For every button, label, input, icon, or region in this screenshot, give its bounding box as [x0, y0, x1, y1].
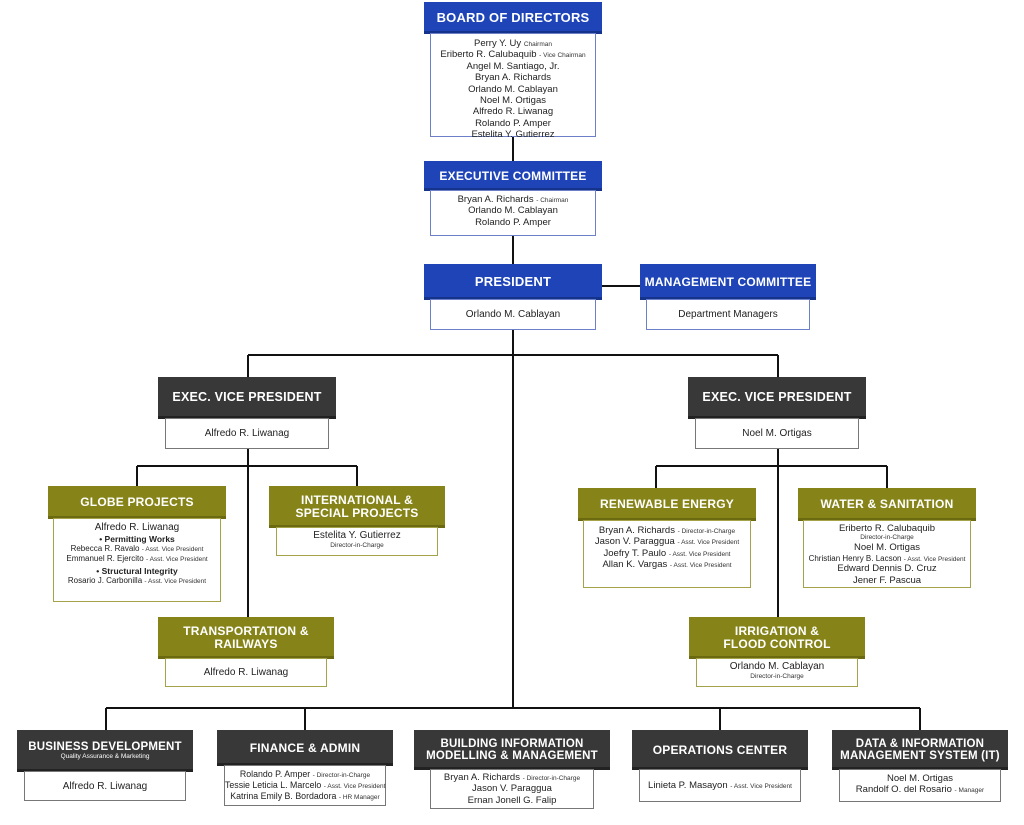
globe-group-permitting: • Permitting Works [99, 534, 175, 544]
committee-member: Bryan A. Richards - Chairman [457, 194, 569, 205]
data-it-member: Randolf O. del Rosario - Manager [855, 784, 985, 796]
board-member: Eriberto R. Calubaquib - Vice Chairman [440, 49, 586, 61]
finance-admin-members: Rolando P. Amper - Director-in-Charge Te… [224, 765, 386, 806]
water-member: Edward Dennis D. Cruz [837, 563, 937, 575]
water-member: Jener F. Pascua [852, 574, 922, 586]
board-of-directors-title: BOARD OF DIRECTORS [424, 2, 602, 34]
data-it-members: Noel M. Ortigas Randolf O. del Rosario -… [839, 769, 1001, 802]
renewable-energy-title: RENEWABLE ENERGY [578, 488, 756, 521]
board-member: Perry Y. Uy Chairman [474, 38, 552, 49]
board-member: Orlando M. Cablayan [468, 83, 558, 95]
transportation-box: TRANSPORTATION & RAILWAYS Alfredo R. Liw… [158, 617, 334, 687]
data-it-member: Noel M. Ortigas [887, 773, 953, 784]
board-member: Rolando P. Amper [475, 117, 551, 129]
globe-projects-box: GLOBE PROJECTS Alfredo R. Liwanag • Perm… [48, 486, 226, 602]
data-it-box: DATA & INFORMATION MANAGEMENT SYSTEM (IT… [832, 730, 1008, 802]
evp-left-name: Alfredo R. Liwanag [165, 418, 329, 449]
bim-title: BUILDING INFORMATION MODELLING & MANAGEM… [414, 730, 610, 770]
water-sanitation-title: WATER & SANITATION [798, 488, 976, 521]
finance-admin-title: FINANCE & ADMIN [217, 730, 393, 766]
board-member: Angel M. Santiago, Jr. [466, 60, 560, 72]
globe-member: Emmanuel R. Ejercito - Asst. Vice Presid… [66, 553, 208, 563]
board-member: Estelita Y. Gutierrez [471, 129, 555, 141]
irrigation-head-role: Director-in-Charge [750, 673, 804, 680]
bim-members: Bryan A. Richards - Director-in-Charge J… [430, 769, 594, 809]
board-members: Perry Y. Uy Chairman Eriberto R. Calubaq… [430, 33, 596, 141]
international-head: Estelita Y. Gutierrez [313, 530, 401, 541]
renewable-energy-members: Bryan A. Richards - Director-in-Charge J… [583, 520, 751, 588]
globe-head: Alfredo R. Liwanag [94, 522, 180, 533]
committee-member: Rolando P. Amper [475, 216, 551, 228]
international-projects-members: Estelita Y. Gutierrez Director-in-Charge [276, 527, 438, 556]
international-projects-title: INTERNATIONAL & SPECIAL PROJECTS [269, 486, 445, 528]
transportation-title: TRANSPORTATION & RAILWAYS [158, 617, 334, 659]
water-head: Eriberto R. Calubaquib [838, 523, 936, 534]
irrigation-head: Orlando M. Cablayan [729, 661, 825, 672]
executive-committee-title: EXECUTIVE COMMITTEE [424, 161, 602, 191]
executive-committee-box: EXECUTIVE COMMITTEE Bryan A. Richards - … [424, 161, 602, 236]
water-sanitation-box: WATER & SANITATION Eriberto R. Calubaqui… [798, 488, 976, 588]
globe-projects-title: GLOBE PROJECTS [48, 486, 226, 519]
bim-member: Bryan A. Richards - Director-in-Charge [443, 772, 581, 783]
irrigation-title: IRRIGATION & FLOOD CONTROL [689, 617, 865, 659]
evp-left-title: EXEC. VICE PRESIDENT [158, 377, 336, 419]
renewable-energy-box: RENEWABLE ENERGY Bryan A. Richards - Dir… [578, 488, 756, 588]
executive-committee-members: Bryan A. Richards - Chairman Orlando M. … [430, 190, 596, 236]
board-member: Noel M. Ortigas [480, 94, 546, 106]
management-committee-title: MANAGEMENT COMMITTEE [640, 264, 816, 300]
transportation-members: Alfredo R. Liwanag [165, 658, 327, 687]
president-name: Orlando M. Cablayan [430, 299, 596, 330]
operations-center-members: Linieta P. Masayon - Asst. Vice Presiden… [639, 769, 801, 802]
business-development-title: BUSINESS DEVELOPMENT Quality Assurance &… [17, 730, 193, 772]
evp-right-name: Noel M. Ortigas [695, 418, 859, 449]
water-member: Noel M. Ortigas [854, 542, 920, 554]
president-title: PRESIDENT [424, 264, 602, 300]
finance-member: Tessie Leticia L. Marcelo - Asst. Vice P… [225, 779, 386, 790]
evp-left-box: EXEC. VICE PRESIDENT Alfredo R. Liwanag [158, 377, 336, 449]
bim-member: Jason V. Paraggua [472, 783, 552, 795]
board-of-directors-box: BOARD OF DIRECTORS Perry Y. Uy Chairman … [424, 2, 602, 141]
globe-member: Rebecca R. Ravalo - Asst. Vice President [70, 544, 204, 554]
operations-center-box: OPERATIONS CENTER Linieta P. Masayon - A… [632, 730, 808, 802]
renewable-member: Bryan A. Richards - Director-in-Charge [598, 525, 736, 536]
board-member: Bryan A. Richards [474, 72, 552, 84]
irrigation-members: Orlando M. Cablayan Director-in-Charge [696, 658, 858, 687]
data-it-title: DATA & INFORMATION MANAGEMENT SYSTEM (IT… [832, 730, 1008, 770]
finance-admin-box: FINANCE & ADMIN Rolando P. Amper - Direc… [217, 730, 393, 806]
operations-center-title: OPERATIONS CENTER [632, 730, 808, 770]
water-head-role: Director-in-Charge [860, 534, 914, 542]
renewable-member: Allan K. Vargas - Asst. Vice President [602, 559, 732, 571]
water-sanitation-members: Eriberto R. Calubaquib Director-in-Charg… [803, 520, 971, 588]
management-committee-box: MANAGEMENT COMMITTEE Department Managers [640, 264, 816, 330]
committee-member: Orlando M. Cablayan [468, 205, 558, 217]
international-head-role: Director-in-Charge [330, 542, 384, 549]
management-committee-members: Department Managers [646, 299, 810, 330]
finance-member: Rolando P. Amper - Director-in-Charge [239, 769, 371, 779]
bim-box: BUILDING INFORMATION MODELLING & MANAGEM… [414, 730, 610, 809]
globe-member: Rosario J. Carbonilla - Asst. Vice Presi… [67, 575, 207, 585]
business-development-box: BUSINESS DEVELOPMENT Quality Assurance &… [17, 730, 193, 801]
water-member: Christian Henry B. Lacson - Asst. Vice P… [808, 553, 966, 563]
international-projects-box: INTERNATIONAL & SPECIAL PROJECTS Estelit… [269, 486, 445, 556]
president-box: PRESIDENT Orlando M. Cablayan [424, 264, 602, 330]
business-development-members: Alfredo R. Liwanag [24, 771, 186, 801]
board-member: Alfredo R. Liwanag [472, 106, 554, 118]
globe-projects-members: Alfredo R. Liwanag • Permitting Works Re… [53, 518, 221, 602]
globe-group-structural: • Structural Integrity [96, 565, 178, 576]
evp-right-title: EXEC. VICE PRESIDENT [688, 377, 866, 419]
renewable-member: Joefry T. Paulo - Asst. Vice President [603, 547, 731, 559]
renewable-member: Jason V. Paraggua - Asst. Vice President [594, 536, 740, 548]
irrigation-box: IRRIGATION & FLOOD CONTROL Orlando M. Ca… [689, 617, 865, 687]
bim-member: Ernan Jonell G. Falip [467, 794, 557, 806]
evp-right-box: EXEC. VICE PRESIDENT Noel M. Ortigas [688, 377, 866, 449]
finance-member: Katrina Emily B. Bordadora - HR Manager [230, 790, 380, 801]
